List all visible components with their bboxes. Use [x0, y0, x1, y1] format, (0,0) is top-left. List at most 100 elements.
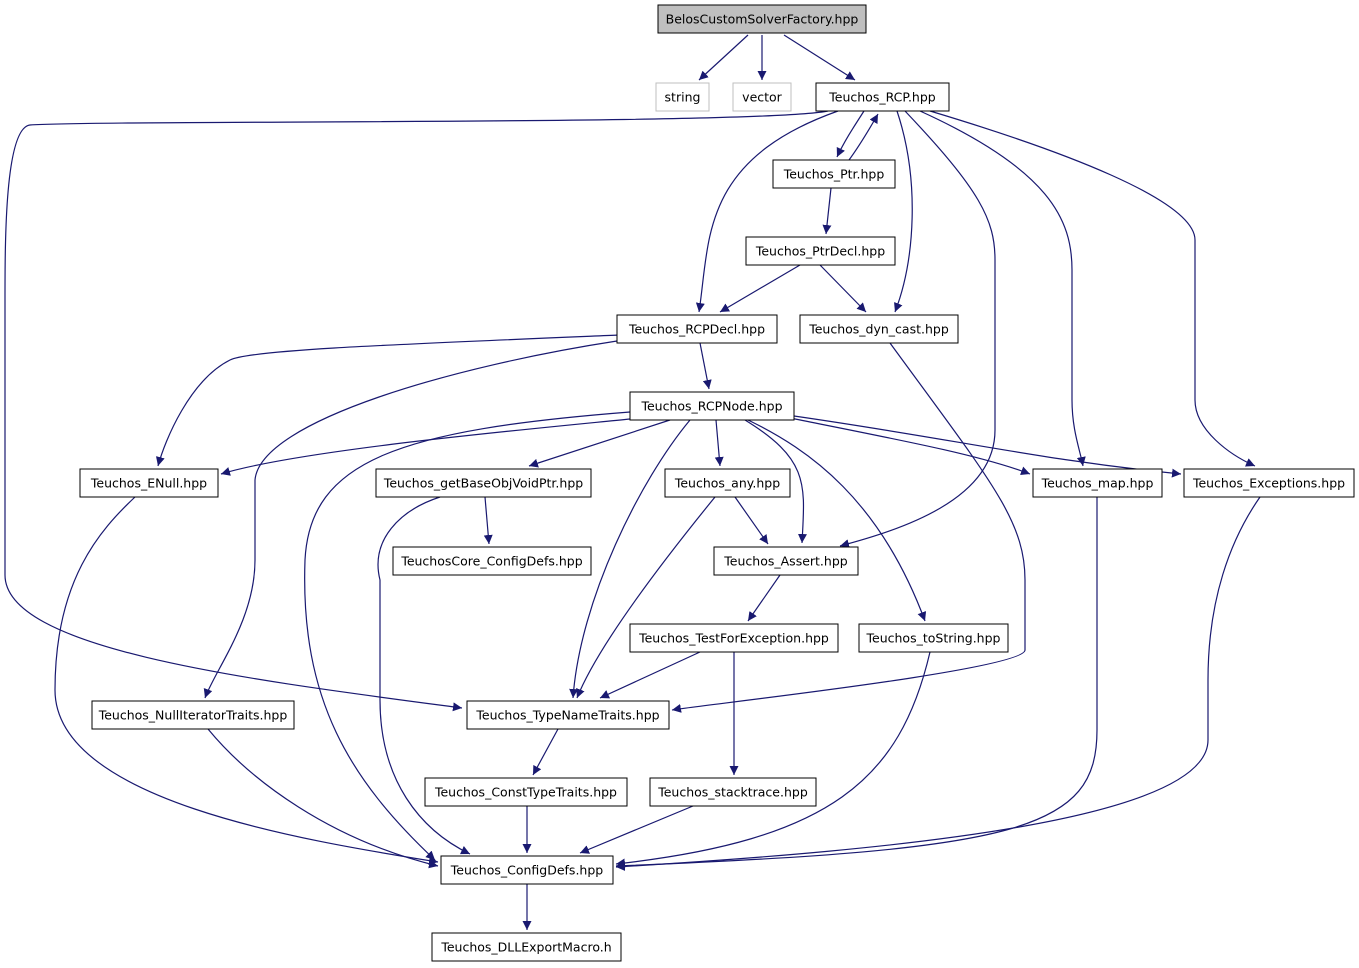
- edge-typename-to-consttype: [532, 728, 559, 776]
- edge-rcpnode-to-assert: [744, 419, 807, 544]
- node-any[interactable]: Teuchos_any.hpp: [664, 468, 791, 498]
- node-box: [629, 391, 795, 421]
- edge-rcp-to-dyncast: [894, 110, 913, 313]
- node-rcpnode[interactable]: Teuchos_RCPNode.hpp: [629, 391, 795, 421]
- edge-assert-to-testforexc: [747, 574, 781, 622]
- node-label: Teuchos_PtrDecl.hpp: [755, 244, 885, 259]
- node-label: vector: [742, 90, 783, 105]
- edge-ptrdecl-to-dyncast: [819, 264, 867, 313]
- node-label: BelosCustomSolverFactory.hpp: [666, 12, 859, 27]
- node-box: [649, 777, 817, 807]
- node-coreconfig[interactable]: TeuchosCore_ConfigDefs.hpp: [392, 546, 592, 576]
- node-box: [655, 82, 710, 112]
- edge-root-to-rcp: [783, 34, 856, 81]
- node-box: [1183, 468, 1355, 498]
- node-typename[interactable]: Teuchos_TypeNameTraits.hpp: [466, 700, 670, 730]
- node-consttype[interactable]: Teuchos_ConstTypeTraits.hpp: [424, 777, 628, 807]
- edge-testforexc-to-typename: [599, 651, 701, 699]
- edge-rcp-to-exceptions: [929, 110, 1256, 467]
- node-label: Teuchos_RCP.hpp: [828, 90, 936, 105]
- edge-exceptions-to-configdefs: [615, 496, 1261, 871]
- node-label: Teuchos_dyn_cast.hpp: [808, 322, 949, 337]
- edge-rcpdecl-to-enull: [155, 334, 621, 467]
- node-box: [616, 314, 778, 344]
- edge-rcpdecl-to-nulliter: [203, 340, 618, 699]
- node-label: Teuchos_ConstTypeTraits.hpp: [434, 785, 617, 800]
- edge-getbase-to-coreconfig: [483, 496, 493, 545]
- node-label: Teuchos_any.hpp: [674, 476, 780, 491]
- edge-nulliter-to-configdefs: [207, 728, 439, 869]
- node-label: Teuchos_getBaseObjVoidPtr.hpp: [383, 476, 583, 491]
- node-box: [466, 700, 670, 730]
- edge-rcpnode-to-typename: [569, 419, 691, 699]
- node-label: Teuchos_Exceptions.hpp: [1192, 476, 1345, 491]
- edge-rcp-to-rcpdecl: [695, 110, 839, 313]
- node-label: Teuchos_RCPDecl.hpp: [628, 322, 765, 337]
- node-box: [772, 159, 896, 189]
- node-enull[interactable]: Teuchos_ENull.hpp: [79, 468, 219, 498]
- nodes-layer: BelosCustomSolverFactory.hpp string vector…: [79, 4, 1355, 962]
- edge-rcp-to-typename: [4, 110, 829, 712]
- edge-ptr-to-rcp: [848, 113, 879, 161]
- node-root[interactable]: BelosCustomSolverFactory.hpp: [657, 4, 867, 34]
- node-rcp[interactable]: Teuchos_RCP.hpp: [815, 82, 950, 112]
- node-label: Teuchos_DLLExportMacro.h: [440, 940, 611, 955]
- edge-tostring-to-configdefs: [615, 651, 931, 868]
- edge-rcpnode-to-getbase: [528, 419, 671, 468]
- node-ptrdecl[interactable]: Teuchos_PtrDecl.hpp: [745, 236, 896, 266]
- node-tostring[interactable]: Teuchos_toString.hpp: [858, 623, 1009, 653]
- node-box: [79, 468, 219, 498]
- node-box: [375, 468, 592, 498]
- node-label: Teuchos_TypeNameTraits.hpp: [475, 708, 659, 723]
- node-nulliter[interactable]: Teuchos_NullIteratorTraits.hpp: [91, 700, 295, 730]
- node-box: [815, 82, 950, 112]
- node-box: [664, 468, 791, 498]
- node-string[interactable]: string: [655, 82, 710, 112]
- node-dllexport[interactable]: Teuchos_DLLExportMacro.h: [431, 932, 622, 962]
- edge-rcpnode-to-configdefs: [304, 411, 631, 861]
- edge-stacktrace-to-configdefs: [579, 805, 694, 854]
- node-configdefs[interactable]: Teuchos_ConfigDefs.hpp: [440, 855, 614, 885]
- edge-ptrdecl-to-rcpdecl: [719, 264, 801, 313]
- edge-any-to-typename: [576, 496, 716, 699]
- node-box: [858, 623, 1009, 653]
- node-box: [657, 4, 867, 34]
- node-box: [745, 236, 896, 266]
- node-box: [440, 855, 614, 885]
- node-stacktrace[interactable]: Teuchos_stacktrace.hpp: [649, 777, 817, 807]
- node-label: TeuchosCore_ConfigDefs.hpp: [400, 554, 582, 569]
- node-label: Teuchos_toString.hpp: [866, 631, 1001, 646]
- node-assert[interactable]: Teuchos_Assert.hpp: [713, 546, 859, 576]
- node-testforexc[interactable]: Teuchos_TestForException.hpp: [629, 623, 839, 653]
- node-label: Teuchos_RCPNode.hpp: [640, 399, 782, 414]
- node-label: Teuchos_ConfigDefs.hpp: [450, 863, 603, 878]
- node-map[interactable]: Teuchos_map.hpp: [1032, 468, 1163, 498]
- node-box: [799, 314, 959, 344]
- node-getbase[interactable]: Teuchos_getBaseObjVoidPtr.hpp: [375, 468, 592, 498]
- node-vector[interactable]: vector: [732, 82, 792, 112]
- node-label: Teuchos_stacktrace.hpp: [657, 785, 808, 800]
- node-ptr[interactable]: Teuchos_Ptr.hpp: [772, 159, 896, 189]
- node-box: [713, 546, 859, 576]
- node-box: [424, 777, 628, 807]
- edge-ptr-to-ptrdecl: [822, 187, 832, 235]
- node-exceptions[interactable]: Teuchos_Exceptions.hpp: [1183, 468, 1355, 498]
- node-box: [431, 932, 622, 962]
- node-label: Teuchos_TestForException.hpp: [638, 631, 829, 646]
- edge-rcp-to-map: [919, 110, 1086, 467]
- node-box: [1032, 468, 1163, 498]
- edge-enull-to-configdefs: [54, 496, 439, 866]
- node-dyncast[interactable]: Teuchos_dyn_cast.hpp: [799, 314, 959, 344]
- node-box: [91, 700, 295, 730]
- edges-layer: [4, 34, 1261, 930]
- node-label: Teuchos_Ptr.hpp: [783, 167, 885, 182]
- edge-getbase-to-configdefs: [377, 496, 471, 855]
- edge-rcpnode-to-any: [714, 419, 724, 467]
- node-rcpdecl[interactable]: Teuchos_RCPDecl.hpp: [616, 314, 778, 344]
- node-label: Teuchos_map.hpp: [1041, 476, 1154, 491]
- edge-rcpnode-to-tostring: [747, 419, 927, 622]
- node-label: Teuchos_ENull.hpp: [90, 476, 207, 491]
- edge-rcpdecl-to-rcpnode: [699, 342, 712, 390]
- edge-rcpnode-to-exceptions: [793, 415, 1182, 478]
